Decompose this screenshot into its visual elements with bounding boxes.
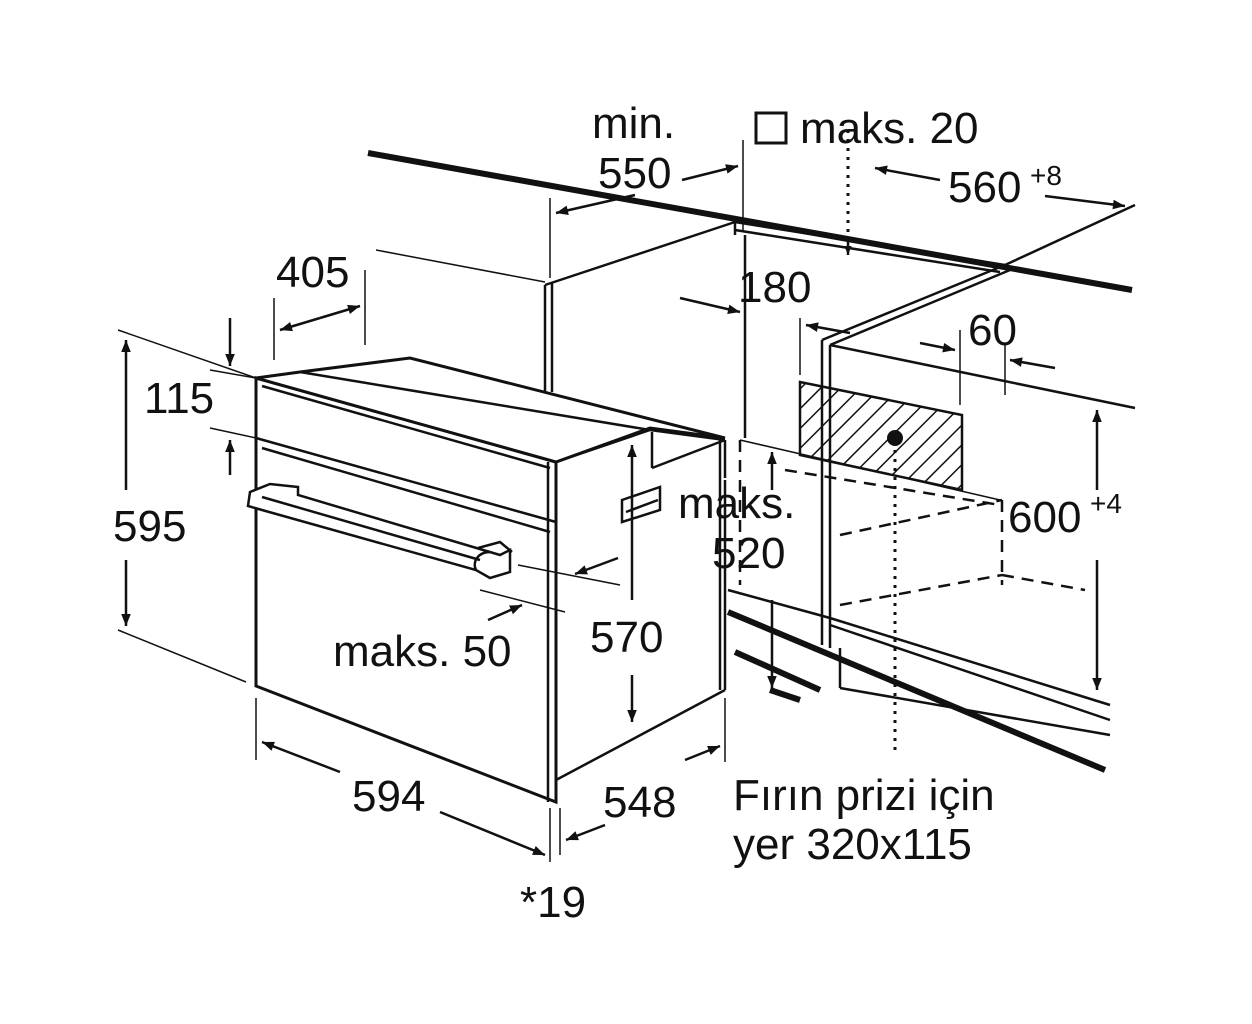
label-height-570: 570	[590, 613, 663, 662]
label-height-595: 595	[113, 502, 186, 551]
dimension-labels: min. 550 maks. 20 560 +8 405 180 60 115 …	[113, 99, 1122, 927]
socket-area	[754, 111, 964, 752]
oven-body	[246, 356, 727, 805]
label-min: min.	[592, 99, 675, 148]
label-depth-180: 180	[738, 263, 811, 312]
label-depth-60: 60	[968, 306, 1017, 355]
label-min-550: 550	[598, 149, 671, 198]
square-symbol-icon	[754, 111, 788, 145]
label-socket-line2: yer 320x115	[733, 820, 972, 869]
label-max-50: maks. 50	[333, 627, 512, 676]
label-width-560-tolerance: +8	[1030, 160, 1062, 191]
label-max-520-line1: maks.	[678, 479, 795, 528]
label-width-560: 560	[948, 163, 1021, 212]
dimension-lines	[117, 140, 1126, 862]
label-width-594: 594	[352, 772, 425, 821]
label-height-600: 600	[1008, 493, 1081, 542]
label-depth-548: 548	[603, 778, 676, 827]
label-socket-line1: Fırın prizi için	[733, 771, 995, 820]
label-height-115: 115	[144, 374, 214, 423]
label-max-20: maks. 20	[800, 104, 979, 153]
label-footnote-19: *19	[520, 878, 586, 927]
cabinet-outline	[367, 150, 1136, 773]
label-depth-405: 405	[276, 248, 349, 297]
label-height-600-tolerance: +4	[1090, 488, 1122, 519]
label-max-520-line2: 520	[712, 529, 785, 578]
